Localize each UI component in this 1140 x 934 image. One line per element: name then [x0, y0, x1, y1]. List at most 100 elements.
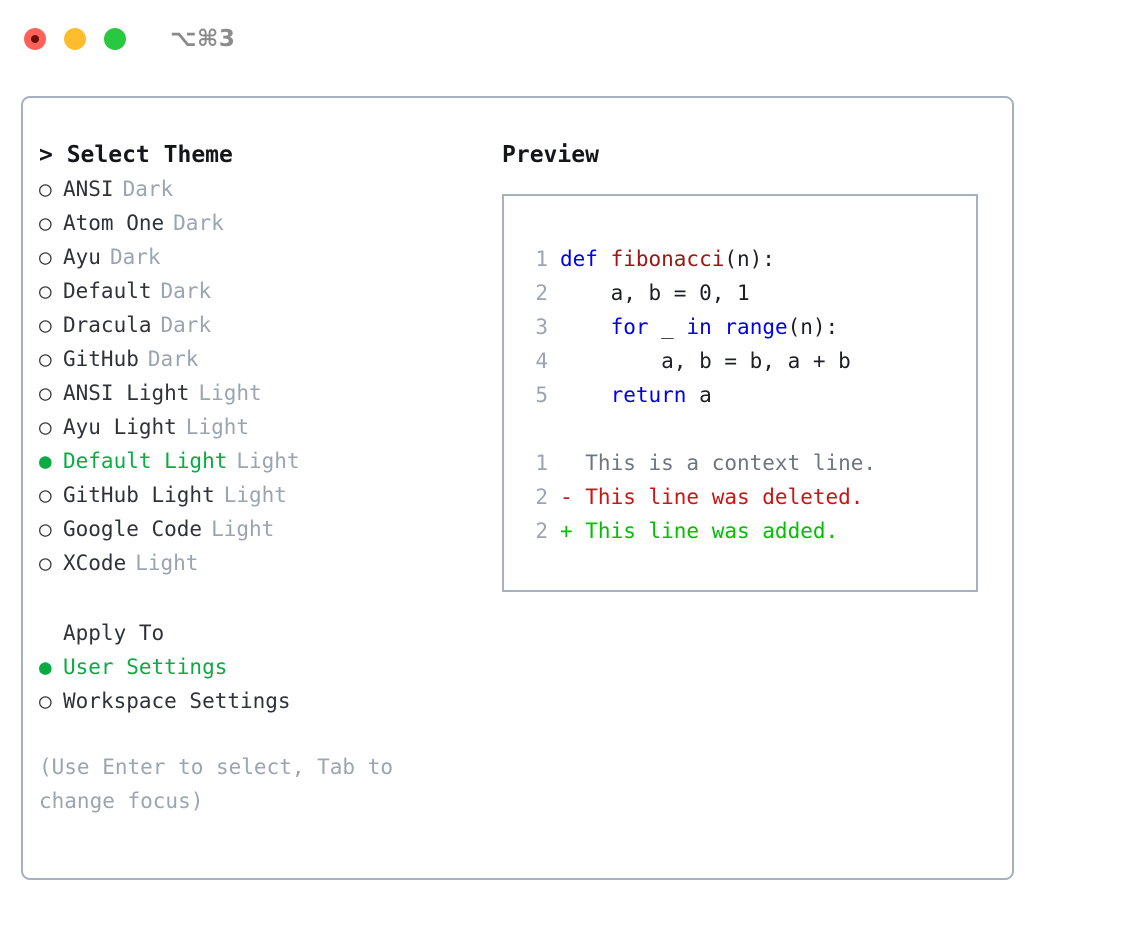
code-token: (n):	[787, 315, 839, 339]
apply-to-option-0[interactable]: ● User Settings	[39, 650, 489, 684]
theme-variant-tag: Light	[236, 449, 300, 473]
theme-variant-tag: Dark	[160, 313, 212, 337]
theme-variant-tag: Light	[223, 483, 287, 507]
keyboard-hint-text: (Use Enter to select, Tab to change focu…	[39, 755, 406, 813]
apply-to-option-label: Workspace Settings	[63, 689, 291, 713]
select-theme-header: > Select Theme	[39, 142, 233, 168]
theme-option-11[interactable]: ○ XCode Light	[39, 546, 489, 580]
theme-option-label: GitHub	[63, 347, 139, 371]
title-bar: ⌥⌘3	[0, 0, 1140, 78]
diff-text: - This line was deleted.	[560, 485, 864, 509]
line-number: 1	[535, 247, 548, 271]
theme-option-1[interactable]: ○ Atom One Dark	[39, 206, 489, 240]
theme-variant-tag: Dark	[160, 279, 212, 303]
apply-to-option-list[interactable]: ● User Settings ○ Workspace Settings	[39, 650, 489, 718]
theme-option-label: Dracula	[63, 313, 152, 337]
radio-unselected-icon: ○	[39, 483, 52, 507]
theme-option-8[interactable]: ● Default Light Light	[39, 444, 489, 478]
code-token: (n):	[724, 247, 775, 271]
theme-option-label: Atom One	[63, 211, 165, 235]
code-token	[560, 383, 611, 407]
theme-variant-tag: Light	[135, 551, 199, 575]
radio-selected-icon: ●	[39, 449, 52, 473]
close-button[interactable]	[24, 28, 46, 50]
code-token	[712, 315, 725, 339]
theme-option-label: Ayu Light	[63, 415, 177, 439]
theme-option-label: Ayu	[63, 245, 101, 269]
theme-option-4[interactable]: ○ Dracula Dark	[39, 308, 489, 342]
theme-variant-tag: Dark	[173, 211, 224, 235]
line-number: 1	[535, 451, 548, 475]
preview-header: Preview	[502, 142, 599, 168]
diff-line: 2 - This line was deleted.	[522, 480, 976, 514]
radio-unselected-icon: ○	[39, 689, 52, 713]
theme-variant-tag: Dark	[147, 347, 199, 371]
theme-option-3[interactable]: ○ Default Dark	[39, 274, 489, 308]
radio-selected-icon: ●	[39, 655, 52, 679]
code-token: a	[686, 383, 712, 407]
radio-unselected-icon: ○	[39, 313, 52, 337]
apply-to-option-1[interactable]: ○ Workspace Settings	[39, 684, 489, 718]
code-line: 4 a, b = b, a + b	[522, 344, 976, 378]
theme-option-label: GitHub Light	[63, 483, 215, 507]
theme-variant-tag: Light	[185, 415, 250, 439]
diff-sample: 1 This is a context line. 2 - This line wa…	[522, 446, 976, 548]
theme-option-label: ANSI Light	[63, 381, 190, 405]
radio-unselected-icon: ○	[39, 211, 52, 235]
radio-unselected-icon: ○	[39, 415, 52, 439]
theme-option-9[interactable]: ○ GitHub Light Light	[39, 478, 489, 512]
code-token: a, b = 0, 1	[560, 281, 750, 305]
window-controls	[24, 28, 126, 50]
line-number: 3	[535, 315, 548, 339]
code-token: a, b = b, a + b	[560, 349, 851, 373]
radio-unselected-icon: ○	[39, 177, 52, 201]
theme-option-label: XCode	[63, 551, 127, 575]
theme-option-7[interactable]: ○ Ayu Light Light	[39, 410, 489, 444]
code-token	[560, 315, 611, 339]
apply-to-header: Apply To	[63, 621, 165, 645]
theme-option-label: Google Code	[63, 517, 203, 541]
radio-unselected-icon: ○	[39, 551, 52, 575]
code-token: range	[724, 315, 788, 339]
radio-unselected-icon: ○	[39, 517, 52, 541]
radio-unselected-icon: ○	[39, 279, 52, 303]
code-token: fibonacci	[610, 247, 725, 271]
line-number: 5	[535, 383, 548, 407]
section-spacer	[39, 580, 489, 616]
code-line: 5 return a	[522, 378, 976, 412]
diff-spacer	[522, 412, 976, 446]
line-number: 4	[535, 349, 548, 373]
theme-option-label: Default Light	[63, 449, 228, 473]
keyboard-shortcut-label: ⌥⌘3	[170, 26, 236, 52]
line-number: 2	[535, 485, 548, 509]
minimize-button[interactable]	[64, 28, 86, 50]
diff-line: 2 + This line was added.	[522, 514, 976, 548]
code-token: _	[648, 315, 687, 339]
diff-line: 1 This is a context line.	[522, 446, 976, 480]
code-line: 2 a, b = 0, 1	[522, 276, 976, 310]
radio-unselected-icon: ○	[39, 245, 52, 269]
theme-variant-tag: Light	[211, 517, 275, 541]
theme-option-label: ANSI	[63, 177, 114, 201]
code-token: for	[610, 315, 649, 339]
theme-option-label: Default	[63, 279, 152, 303]
diff-text: This is a context line.	[560, 451, 877, 475]
theme-option-10[interactable]: ○ Google Code Light	[39, 512, 489, 546]
maximize-button[interactable]	[104, 28, 126, 50]
line-number: 2	[535, 519, 548, 543]
diff-text: + This line was added.	[560, 519, 839, 543]
code-token: in	[686, 315, 712, 339]
apply-to-option-label: User Settings	[63, 655, 228, 679]
